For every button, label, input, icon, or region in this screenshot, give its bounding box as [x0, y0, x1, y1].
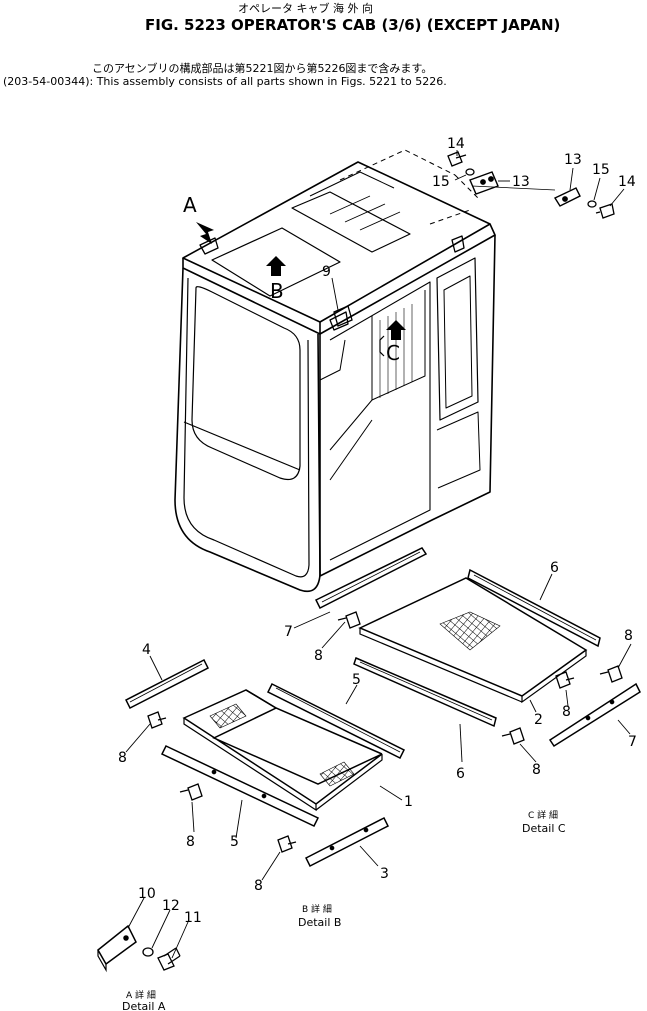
callout-10: 10	[138, 886, 156, 902]
bolt-11	[157, 947, 181, 971]
bolt-14-right	[595, 203, 615, 219]
rail-3	[304, 816, 390, 868]
rail-5-upper	[266, 682, 406, 760]
callout-5a: 5	[352, 672, 361, 688]
rail-7-left	[314, 547, 428, 610]
hinge-bracket-left	[469, 171, 499, 195]
leader-lines	[125, 150, 632, 959]
bolt-8-b2	[179, 783, 203, 801]
floor-panel-2	[358, 577, 588, 704]
detail-c-label-jp: C 詳 細	[528, 809, 558, 821]
callout-5b: 5	[230, 834, 239, 850]
callout-13a: 13	[512, 174, 530, 190]
detail-c-label-en: Detail C	[522, 822, 566, 835]
callout-8d: 8	[532, 762, 541, 778]
callout-14b: 14	[618, 174, 636, 190]
operator-cab	[174, 149, 556, 593]
view-arrow-a	[196, 222, 214, 244]
view-letter-a: A	[183, 193, 197, 217]
detail-b-label-en: Detail B	[298, 916, 341, 929]
callout-2: 2	[534, 712, 543, 728]
callout-13b: 13	[564, 152, 582, 168]
washer-15-right	[587, 200, 597, 208]
callout-6a: 6	[550, 560, 559, 576]
bolt-8-c4	[501, 727, 525, 745]
rail-4	[124, 658, 210, 710]
callout-15b: 15	[592, 162, 610, 178]
callout-numbers: 14 15 13 13 15 14 9 6 7 8 8 8 2 7 8 6 4 …	[118, 136, 637, 926]
callout-6b: 6	[456, 766, 465, 782]
floor-panel-1	[182, 689, 383, 812]
mesh-patch-b2	[319, 761, 355, 787]
view-letter-b: B	[270, 279, 284, 303]
mesh-patch-b1	[209, 703, 247, 729]
callout-12: 12	[162, 898, 180, 914]
callout-3: 3	[380, 866, 389, 882]
callout-15a: 15	[432, 174, 450, 190]
callout-7a: 7	[284, 624, 293, 640]
callout-9: 9	[322, 264, 331, 280]
assembly-note-en: (203-54-00344): This assembly consists o…	[3, 75, 447, 88]
bolt-8-b3	[277, 835, 297, 853]
figure-title: FIG. 5223 OPERATOR'S CAB (3/6) (EXCEPT J…	[145, 16, 560, 34]
bolt-14-left	[447, 151, 467, 167]
view-arrow-b	[266, 256, 286, 276]
detail-b-label-jp: B 詳 細	[302, 903, 332, 915]
callout-14a: 14	[447, 136, 465, 152]
hinge-bracket-right	[553, 187, 581, 207]
view-arrow-c	[379, 320, 406, 357]
callout-4: 4	[142, 642, 151, 658]
callout-8b: 8	[624, 628, 633, 644]
callout-8g: 8	[254, 878, 263, 894]
callout-8a: 8	[314, 648, 323, 664]
rail-5-lower	[160, 745, 320, 827]
view-letter-c: C	[386, 341, 400, 365]
hinge-plate-10	[97, 924, 137, 973]
washer-12	[142, 947, 154, 957]
detail-a-label-en: Detail A	[122, 1000, 166, 1011]
callout-11: 11	[184, 910, 202, 926]
callout-7b: 7	[628, 734, 637, 750]
callout-8c: 8	[562, 704, 571, 720]
bolt-8-b1	[147, 711, 167, 729]
rail-7-right	[548, 682, 641, 748]
hinge-9	[333, 305, 353, 327]
assembly-note-jp: このアセンブリの構成部品は第5221図から第5226図まで含みます。	[92, 61, 432, 75]
mesh-patch-c	[439, 611, 501, 651]
rail-6-lower	[353, 656, 497, 728]
bolt-8-c2	[555, 671, 575, 689]
callout-1: 1	[404, 794, 413, 810]
bolt-8-c1	[337, 611, 361, 629]
callout-8f: 8	[186, 834, 195, 850]
callout-8e: 8	[118, 750, 127, 766]
header-kana-line: オペレータ キャブ 海 外 向	[238, 1, 373, 15]
washer-15-left	[465, 168, 475, 176]
bolt-8-c3	[599, 665, 623, 683]
detail-a-label-jp: A 詳 細	[126, 989, 156, 1001]
rail-6-upper	[467, 568, 601, 648]
